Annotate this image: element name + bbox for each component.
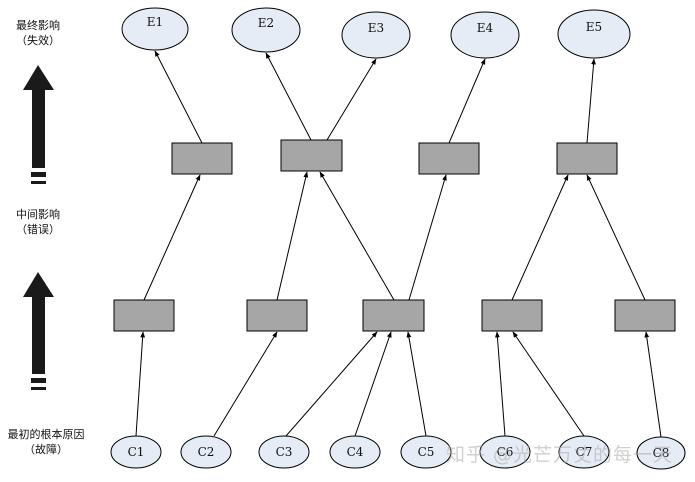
edge-intermediate-to-intermediate [408,174,447,301]
cause-ellipse [479,435,531,469]
effect-ellipse [231,7,301,53]
cause-ellipse [110,435,162,469]
cause-label: C7 [576,445,593,459]
intermediate-error-box [418,142,480,175]
cause-ellipse [558,435,610,469]
cause-node: C4 [329,435,381,469]
effect-node: E5 [557,9,631,59]
edge-intermediate-to-effect [586,58,596,144]
cause-ellipse [400,435,452,469]
edge-cause-to-intermediate [512,331,585,437]
cause-label: C2 [198,445,215,459]
edge-cause-to-intermediate [285,331,378,437]
edge-cause-to-intermediate [644,331,662,438]
effect-label: E1 [147,15,163,29]
effect-ellipse [450,11,520,59]
cause-label: C1 [128,445,145,459]
cause-node: C7 [558,435,610,469]
cause-node: C1 [110,435,162,469]
edge-intermediate-to-effect [265,52,312,141]
effect-node: E3 [341,11,411,59]
upward-arrow-icon [23,65,54,184]
level-label-intermediate-effect: 中间影响 （错误） [8,207,68,237]
effect-label: E3 [368,21,384,35]
level-subtitle: （错误） [16,223,60,236]
edge-intermediate-to-intermediate [586,174,646,301]
level-label-final-effect: 最终影响 （失效） [8,18,68,48]
edge-intermediate-to-effect [448,58,486,144]
intermediate-error-box [556,142,618,175]
edge-intermediate-to-intermediate [276,171,309,301]
edge-intermediate-to-intermediate [511,174,569,301]
effect-ellipse [121,7,189,51]
effect-label: E2 [258,16,274,30]
level-arrows [23,65,54,390]
level-label-root-cause: 最初的根本原因 （故障） [0,427,92,457]
cause-ellipse [258,435,310,469]
edge-cause-to-intermediate [213,331,278,437]
effect-label: E5 [586,20,602,34]
level-subtitle: （故障） [24,443,68,456]
edge-intermediate-to-effect [154,50,203,144]
effect-ellipse [557,9,631,59]
intermediate-fault-box [362,299,425,332]
cause-label: C8 [653,446,670,460]
cause-label: C4 [347,445,364,459]
cause-ellipse [180,435,232,469]
cause-label: C6 [497,445,514,459]
cause-node: C5 [400,435,452,469]
intermediate-error-box [280,139,343,172]
cause-node: C2 [180,435,232,469]
cause-label: C5 [418,445,435,459]
effect-label: E4 [477,21,494,35]
edge-cause-to-intermediate [406,331,427,437]
cause-label: C3 [276,445,293,459]
level-title: 中间影响 [16,208,60,221]
effect-ellipse [341,11,411,59]
effect-node: E4 [450,11,520,59]
intermediate-fault-box [481,299,543,332]
edge-cause-to-intermediate [495,331,506,437]
edge-cause-to-intermediate [354,331,392,437]
watermark: 知乎 @光芒万丈的每一天 [446,444,674,466]
cause-node: C3 [258,435,310,469]
intermediate-fault-box [614,299,676,332]
level-title: 最初的根本原因 [7,428,85,441]
edge-intermediate-to-effect [326,58,377,141]
intermediate-fault-box [246,299,308,332]
cause-ellipse [329,435,381,469]
level-title: 最终影响 [16,19,60,32]
edges [135,50,662,438]
edge-cause-to-intermediate [135,331,146,437]
effect-node: E1 [121,7,189,51]
intermediate-fault-box [113,299,175,332]
upward-arrow-icon [23,272,54,390]
intermediate-error-box [171,142,233,175]
cause-node: C8 [636,436,686,470]
cause-node: C6 [479,435,531,469]
edge-intermediate-to-intermediate [319,171,395,301]
effect-node: E2 [231,7,301,53]
level-subtitle: （失效） [16,34,60,47]
edge-intermediate-to-intermediate [143,174,201,301]
cause-ellipse [636,436,686,470]
